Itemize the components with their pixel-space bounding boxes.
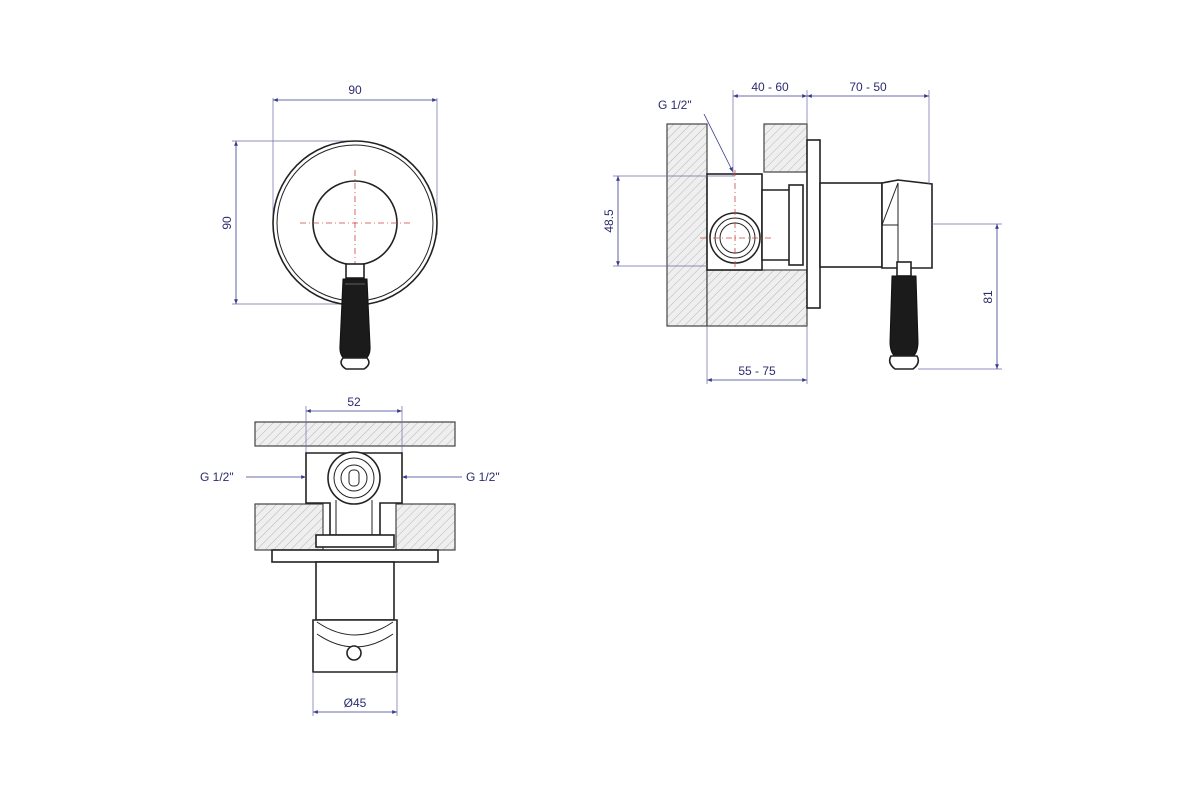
wall-section-left — [666, 123, 708, 327]
lever-handle-side — [889, 275, 919, 359]
wall-block-right — [395, 503, 456, 551]
trim-plate-profile — [806, 139, 821, 309]
side-handle-drop-label: 81 — [981, 290, 995, 304]
side-depth-trim-label: 70 - 50 — [849, 80, 887, 94]
wall-top-bar — [254, 421, 456, 447]
lever-handle — [339, 278, 371, 361]
side-depth-wall-label: 40 - 60 — [751, 80, 789, 94]
front-view: 90 90 — [220, 83, 438, 370]
front-width-label: 90 — [348, 83, 362, 97]
side-view: G 1/2" 40 - 60 70 - 50 48.5 81 55 - 75 — [602, 80, 1002, 384]
top-thread-right-label: G 1/2" — [466, 470, 500, 484]
outlet-port-top — [327, 451, 381, 505]
spindle-housing — [315, 561, 395, 621]
wall-section-bottom — [706, 269, 808, 327]
wall-block-left — [254, 503, 324, 551]
top-width-label: 52 — [347, 395, 361, 409]
handle-housing — [881, 179, 933, 269]
top-thread-left-label: G 1/2" — [200, 470, 234, 484]
side-thread-label: G 1/2" — [658, 98, 692, 112]
side-base-label: 55 - 75 — [738, 364, 776, 378]
wall-section-right-top — [763, 123, 808, 173]
side-inlet-height-label: 48.5 — [602, 209, 616, 233]
top-diameter-label: Ø45 — [344, 696, 367, 710]
top-view: 52 G 1/2" G 1/2" Ø45 — [200, 395, 500, 716]
trim-plate-top — [271, 549, 439, 563]
front-height-label: 90 — [220, 216, 234, 230]
